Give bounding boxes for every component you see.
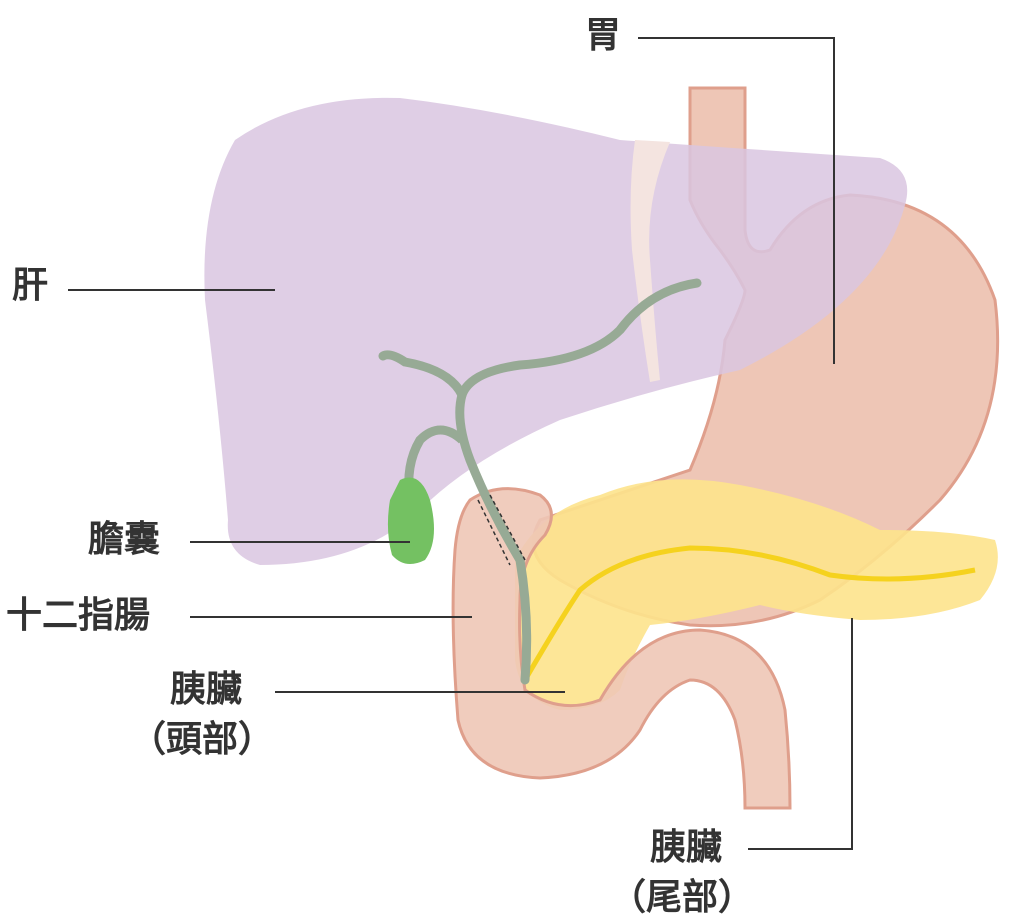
- leader-pancreas-head: [275, 691, 565, 693]
- label-pancreas-head-sub: （頭部）: [130, 719, 275, 760]
- leader-pancreas-tail-v: [851, 618, 853, 850]
- leader-stomach-h: [638, 37, 835, 39]
- leader-liver: [68, 289, 275, 291]
- leader-duodenum: [190, 616, 472, 618]
- label-pancreas-tail: 胰臟: [650, 827, 723, 868]
- label-gallbladder: 膽囊: [88, 519, 161, 560]
- label-stomach: 胃: [585, 15, 622, 56]
- pancreatic-duct: [522, 545, 976, 682]
- leader-gallbladder: [190, 541, 410, 543]
- hepatic-duct-left: [378, 350, 467, 400]
- leader-stomach-v: [833, 37, 835, 364]
- falciform-ligament: [630, 140, 670, 382]
- label-pancreas-head: 胰臟: [170, 669, 243, 710]
- label-liver: 肝: [12, 265, 49, 306]
- label-duodenum: 十二指腸: [6, 595, 151, 636]
- leader-pancreas-tail-h: [748, 848, 853, 850]
- hidden-duct-dashed: [477, 494, 526, 566]
- pancreas: [515, 479, 998, 710]
- liver: [204, 97, 908, 565]
- label-pancreas-tail-sub: （尾部）: [610, 877, 755, 918]
